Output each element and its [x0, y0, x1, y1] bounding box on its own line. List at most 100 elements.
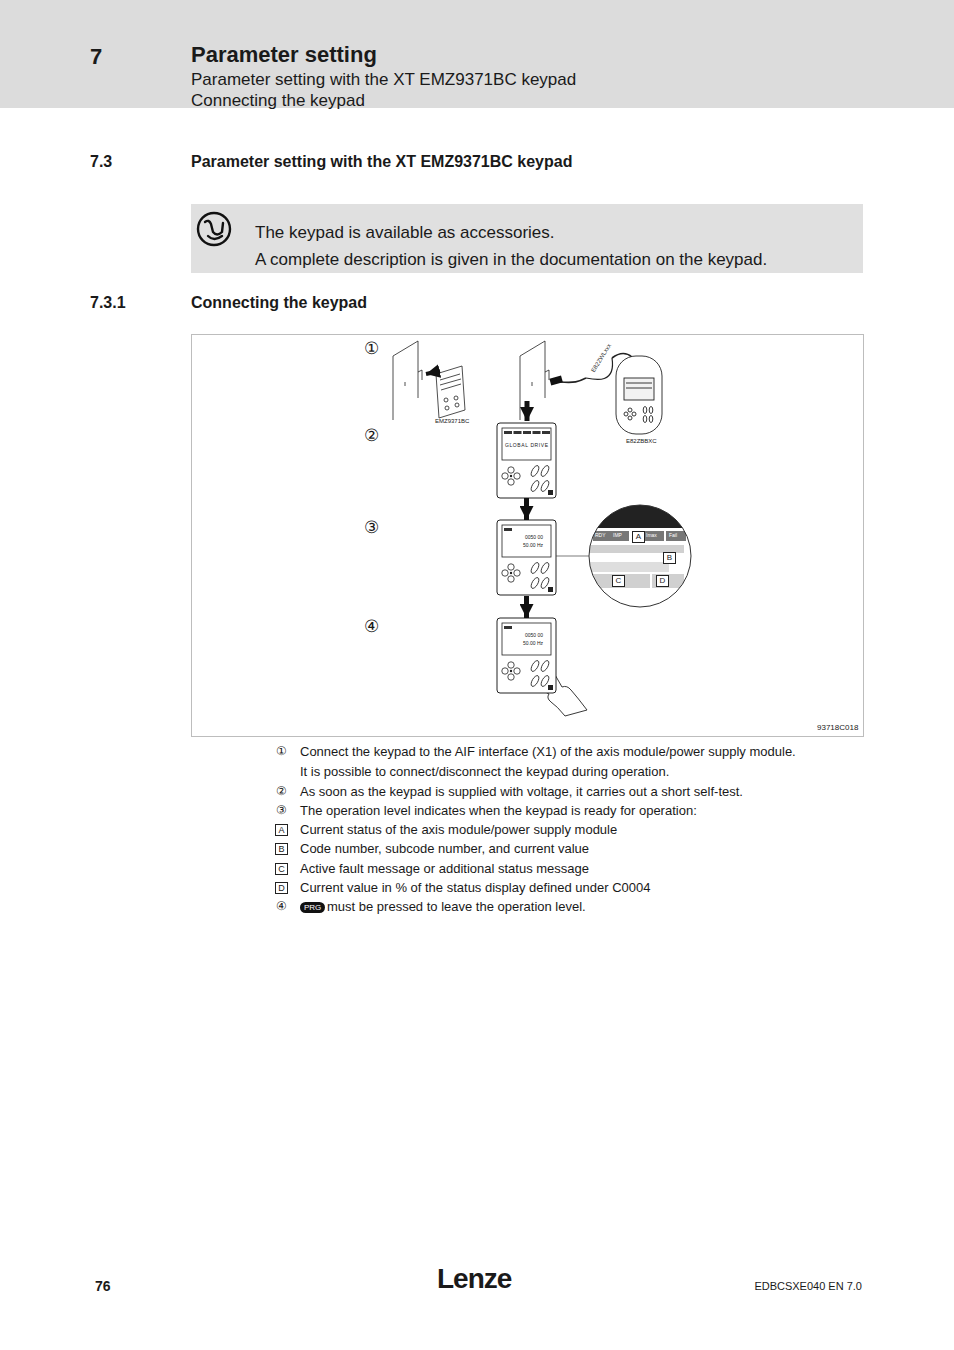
g-shape: [616, 356, 662, 434]
circle-shape: [502, 668, 508, 674]
list-text: Current status of the axis module/power …: [300, 823, 617, 838]
ellipse-shape: [649, 416, 653, 423]
rect-shape: [502, 428, 551, 460]
keypad-prg: 0050 00 50.00 Hz: [497, 618, 556, 694]
ellipse-shape: [530, 464, 541, 477]
rect-shape: [542, 431, 550, 434]
node-text: E82ZBBXC: [626, 438, 657, 445]
callout-letter: D: [275, 882, 288, 894]
rect-shape: [533, 431, 541, 434]
list-text: Active fault message or additional statu…: [300, 862, 589, 877]
rect-shape: [504, 528, 512, 531]
rect-shape: [502, 623, 551, 655]
circle-shape: [508, 576, 514, 582]
rect-shape: [593, 531, 611, 541]
callout-number: ③: [364, 518, 379, 538]
rect-shape: [504, 431, 512, 434]
path-shape: [405, 370, 422, 386]
keypad-plugged: EMZ9371BC: [428, 362, 476, 428]
rect-shape: [611, 531, 629, 541]
leader-line: [556, 556, 589, 557]
figure-id: 93718C018: [817, 723, 858, 732]
rect-shape: [652, 574, 684, 588]
rect-shape: [497, 423, 556, 498]
callout-number: ②: [276, 785, 287, 799]
callout-letter: A: [632, 531, 645, 543]
g-shape: [393, 341, 465, 420]
node-text: GLOBAL DRIVE: [505, 443, 549, 449]
circle-shape: [632, 412, 636, 416]
ellipse-shape: [540, 464, 551, 477]
circle-shape: [502, 473, 508, 479]
node-text: 7: [90, 44, 102, 69]
circle-shape: [508, 662, 514, 668]
path-shape: [532, 370, 549, 386]
list-text: must be pressed to leave the operation l…: [327, 900, 586, 915]
callout-number: ②: [364, 426, 379, 446]
rect-shape: [192, 335, 864, 737]
callout-letter: B: [663, 552, 676, 564]
node-text: RDY: [595, 533, 606, 539]
path-shape: [205, 221, 223, 235]
circle-shape: [510, 475, 512, 477]
ellipse-shape: [643, 407, 647, 414]
path-shape: [545, 341, 546, 398]
list-text: Current value in % of the status display…: [300, 881, 651, 896]
circle-shape: [454, 396, 458, 400]
rect-shape: [589, 562, 669, 572]
section-heading: Connecting the keypad: [191, 294, 367, 312]
node-text: EMZ9371BC: [435, 418, 469, 425]
display-zoom: RDYIMPAImaxFailBCD: [589, 505, 691, 607]
list-text: It is possible to connect/disconnect the…: [300, 765, 669, 780]
node-text: 50.00 Hz: [523, 641, 543, 647]
circle-shape: [444, 398, 448, 402]
rect-shape: [504, 626, 512, 629]
list-text: As soon as the keypad is supplied with v…: [300, 785, 743, 800]
circle-shape: [508, 564, 514, 570]
rect-shape: [666, 531, 686, 541]
circle-shape: [508, 467, 514, 473]
rect-shape: [548, 587, 553, 592]
rect-shape: [548, 490, 553, 495]
path-shape: [560, 378, 586, 382]
brand-logo: Lenze: [437, 1263, 511, 1295]
rect-shape: [502, 525, 551, 557]
circle-shape: [455, 403, 459, 407]
node-text: IMP: [613, 533, 622, 539]
node-text: Connecting the keypad: [191, 91, 365, 111]
rect-shape: [191, 204, 863, 273]
ellipse-shape: [530, 576, 541, 589]
node-text: Parameter setting: [191, 42, 377, 67]
polygon-shape: [436, 366, 465, 418]
circle-shape: [514, 570, 520, 576]
rect-shape: [616, 356, 662, 434]
list-text: The operation level indicates when the k…: [300, 804, 697, 819]
g-shape: [520, 341, 632, 420]
circle-shape: [502, 570, 508, 576]
callout-number: ④: [364, 617, 379, 637]
circle-shape: [514, 473, 520, 479]
g-shape: [589, 505, 691, 607]
keypad-art: [497, 423, 556, 498]
path-shape: [393, 341, 418, 420]
path-shape: [208, 236, 222, 239]
flow-arrow: [524, 596, 529, 618]
ellipse-shape: [530, 479, 541, 492]
section-heading: Parameter setting with the XT EMZ9371BC …: [191, 153, 572, 171]
list-text: Connect the keypad to the AIF interface …: [300, 745, 796, 760]
circle-shape: [514, 668, 520, 674]
node-text: Imax: [646, 533, 657, 539]
rect-shape: [497, 520, 556, 595]
node-text: 0050 00: [525, 633, 543, 639]
flow-arrow: [524, 498, 529, 520]
callout-letter: D: [656, 575, 669, 587]
rect-shape: [549, 376, 562, 386]
callout-number: ④: [276, 900, 287, 914]
path-shape: [418, 341, 419, 398]
node-text: Fail: [669, 533, 677, 539]
ellipse-shape: [530, 561, 541, 574]
